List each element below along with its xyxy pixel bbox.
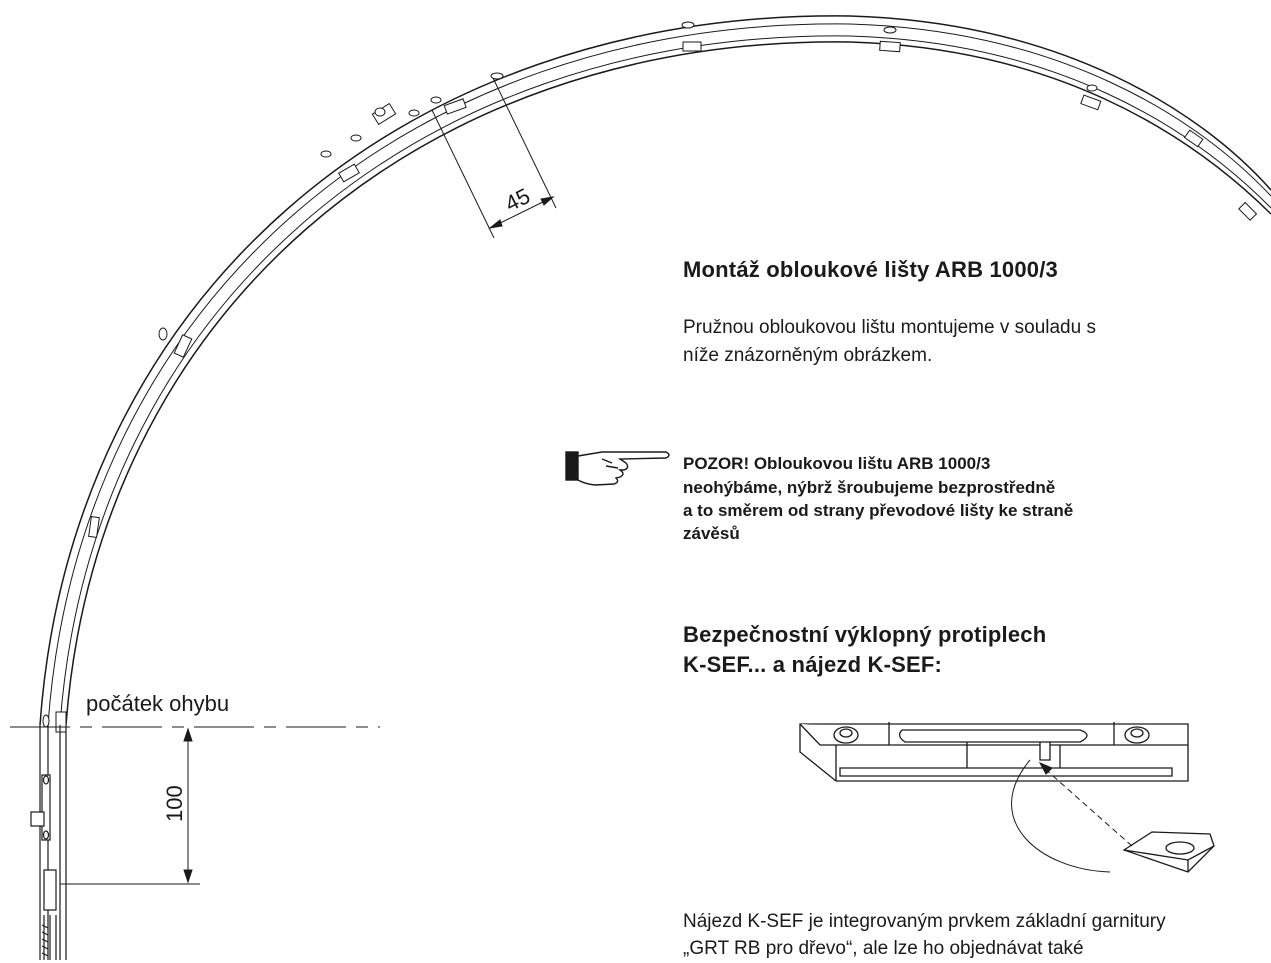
section-paragraph-line-1: Pružnou obloukovou lištu montujeme v sou… (683, 317, 1096, 338)
section-title-line-1: Bezpečnostní výklopný protiplech (683, 622, 1047, 647)
insertion-arrow (1011, 759, 1133, 873)
pointing-hand-icon (565, 451, 670, 486)
warning-line-1: POZOR! Obloukovou lištu ARB 1000/3 (683, 454, 991, 473)
arch-rail (39, 15, 1271, 726)
bend-start-label: počátek ohybu (86, 691, 229, 716)
dimension-45 (431, 77, 557, 239)
section-title-arch-rail: Montáž obloukové lišty ARB 1000/3 (683, 257, 1058, 282)
footer-line-1: Nájezd K-SEF je integrovaným prvkem zákl… (683, 911, 1166, 932)
k-sef-ramp (1122, 831, 1215, 873)
rail-tabs (55, 40, 1258, 733)
dimension-100-label: 100 (162, 785, 187, 822)
warning-line-2: neohýbáme, nýbrž šroubujeme bezprostředn… (683, 478, 1056, 497)
k-sef-strike-plate (799, 722, 1189, 782)
dimension-100 (60, 727, 200, 885)
section-title-line-2: K-SEF... a nájezd K-SEF: (683, 652, 943, 677)
footer-line-2: „GRT RB pro dřevo“, ale lze ho objednáva… (683, 938, 1084, 959)
dimension-45-label: 45 (501, 183, 534, 216)
warning-line-4: závěsů (683, 524, 740, 543)
screw-head (371, 102, 397, 126)
warning-line-3: a to směrem od strany převodové lišty ke… (683, 501, 1074, 520)
section-paragraph-line-2: níže znázorněným obrázkem. (683, 345, 933, 366)
rail-holes (42, 21, 1098, 728)
rail-end-fitting (30, 725, 67, 960)
